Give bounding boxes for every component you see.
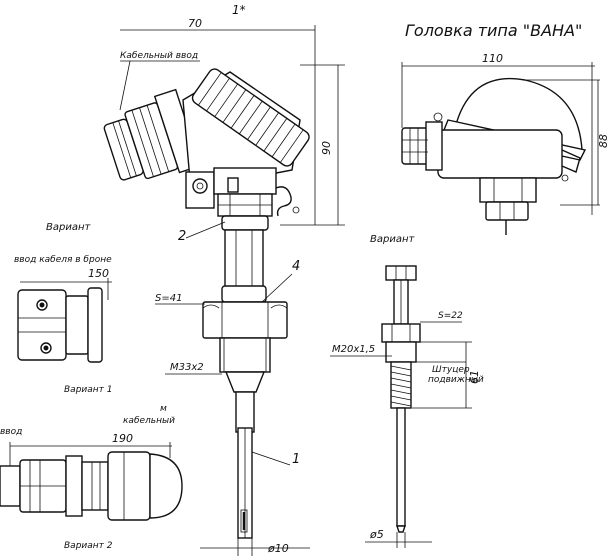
callout-2: 2 [178,229,186,244]
dim-d10: ø10 [267,542,289,555]
fitting-label-2: подвижный [428,375,484,385]
dim-61: 61 [468,370,481,384]
variant-1-label: Вариант 1 [64,385,112,395]
note-m: м [160,404,167,414]
dim-150: 150 [88,267,109,280]
dim-s22: S=22 [438,311,463,321]
dim-88: 88 [597,134,610,148]
callout-4: 4 [292,259,300,274]
dim-s41: S=41 [155,293,182,304]
variant-title: Вариант [46,222,92,233]
variant-2-label: Вариант 2 [64,541,113,551]
label-variant-partial: Вариант [370,234,416,245]
cable-note: кабельный [123,416,175,426]
variant-armored: Вариант ввод кабеля в броне 150 Вариант … [14,222,175,426]
dim-thread2: М20х1,5 [332,344,375,355]
small-probe: S=22 М20х1,5 Штуцер подвижный 61 ø5 [330,265,484,548]
variant-2: ввод 190 Вариант 2 [0,427,183,551]
dim-110: 110 [482,52,503,65]
dim-thread: М33х2 [170,362,204,373]
label-cable-entry: Кабельный ввод [120,51,198,61]
fitting-label: Штуцер [432,365,470,375]
dim-190: 190 [112,432,133,445]
main-assembly: 1* 70 Кабельный ввод [103,3,345,556]
dim-d5: ø5 [369,528,384,541]
callout-1: 1 [292,452,300,467]
head-title: Головка типа "ВАНА" [405,21,582,40]
variant-sub: ввод кабеля в броне [14,255,112,265]
entry-2-label: ввод [0,427,22,437]
dim-top: 70 [188,17,202,30]
dome-head-view: Головка типа "ВАНА" 110 88 Вариа [370,21,610,245]
dim-90: 90 [320,141,333,155]
top-mark: 1* [232,3,246,17]
